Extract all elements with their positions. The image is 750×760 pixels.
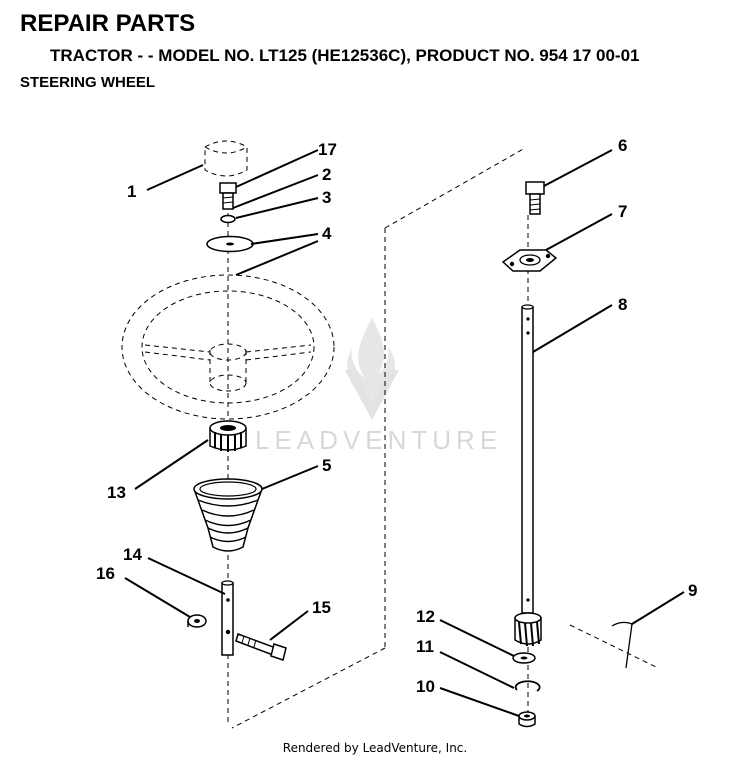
callout-1: 1 [127, 182, 136, 201]
callout-14: 14 [123, 545, 142, 564]
part-4-washer [207, 237, 253, 252]
callout-15: 15 [312, 598, 331, 617]
callout-3: 3 [322, 188, 331, 207]
part-9-hairpin [612, 622, 632, 668]
callout-8: 8 [618, 295, 627, 314]
footer-credit: Rendered by LeadVenture, Inc. [0, 741, 750, 755]
pinion-gear [515, 613, 541, 646]
callout-11: 11 [416, 637, 434, 656]
part-1-cap [205, 141, 247, 176]
part-14-shaft-arm [222, 581, 233, 655]
part-6-bolt [526, 182, 544, 214]
callout-17: 17 [318, 140, 337, 159]
watermark-text: LEADVENTURE [255, 425, 502, 455]
callout-6: 6 [618, 136, 627, 155]
callout-4: 4 [322, 224, 332, 243]
callout-10: 10 [416, 677, 435, 696]
part-12-washer [513, 653, 535, 663]
callout-9: 9 [688, 581, 697, 600]
part-10-bushing [519, 712, 535, 727]
leadventure-watermark: LEADVENTURE [255, 318, 502, 455]
callout-12: 12 [416, 607, 435, 626]
part-16-nut [188, 615, 206, 627]
parts-diagram: LEADVENTURE [0, 0, 750, 740]
callout-5: 5 [322, 456, 331, 475]
part-5-boot [194, 479, 262, 551]
callout-7: 7 [618, 202, 627, 221]
callout-2: 2 [322, 165, 331, 184]
part-17-bolt [220, 183, 236, 209]
callout-13: 13 [107, 483, 126, 502]
part-7-flange-bearing [503, 250, 556, 271]
part-3-lock-washer [221, 216, 235, 223]
part-15-bolt [236, 634, 286, 660]
callout-16: 16 [96, 564, 115, 583]
part-13-adapter [210, 421, 246, 452]
part-8-steering-shaft [522, 305, 533, 613]
watermark-flame-icon [347, 318, 395, 405]
